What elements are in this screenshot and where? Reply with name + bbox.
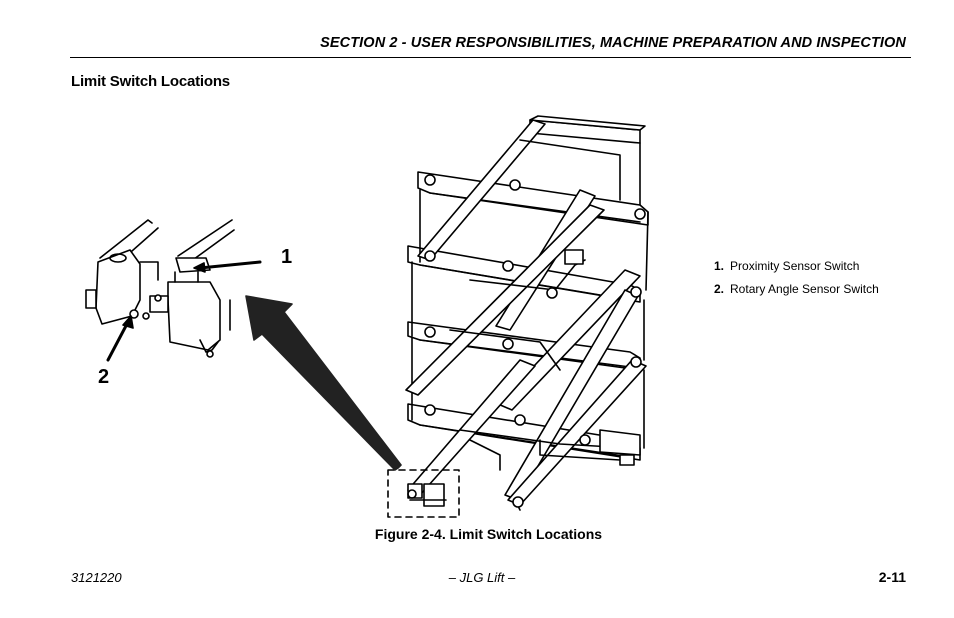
header-rule: [70, 57, 911, 58]
section-header: SECTION 2 - USER RESPONSIBILITIES, MACHI…: [320, 35, 906, 51]
doc-number: 3121220: [71, 570, 122, 585]
legend-item: 2. Rotary Angle Sensor Switch: [714, 281, 879, 304]
detail-box: [387, 469, 460, 518]
callout-1: 1: [281, 246, 293, 268]
legend-number: 1.: [714, 259, 725, 273]
legend-label: Rotary Angle Sensor Switch: [730, 282, 879, 296]
detail-arrow: [245, 295, 402, 471]
callout-1-leader: [198, 260, 262, 270]
section-title: Limit Switch Locations: [71, 73, 230, 90]
legend-label: Proximity Sensor Switch: [730, 259, 860, 273]
limit-switch-detail-drawing: [85, 219, 235, 358]
figure-caption: Figure 2-4. Limit Switch Locations: [374, 526, 603, 542]
callout-2-leader: [106, 320, 130, 362]
footer-brand: – JLG Lift –: [448, 570, 516, 585]
callout-2: 2: [98, 366, 110, 388]
detail-switch-small: [407, 483, 447, 507]
figure-legend: 1. Proximity Sensor Switch 2. Rotary Angle…: [714, 258, 879, 304]
legend-item: 1. Proximity Sensor Switch: [714, 258, 879, 281]
legend-number: 2.: [714, 282, 725, 296]
scissor-lift-drawing: [405, 115, 649, 511]
page-number: 2-11: [878, 569, 906, 585]
